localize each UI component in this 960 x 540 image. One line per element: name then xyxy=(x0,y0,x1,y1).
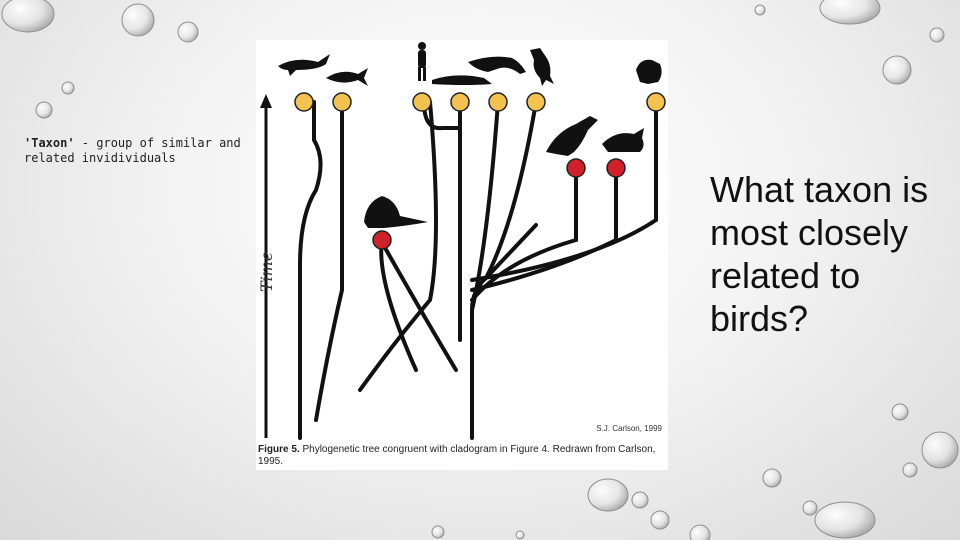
dinosaur-icon xyxy=(546,116,598,156)
crocodile-icon xyxy=(468,56,526,74)
living-taxa-nodes xyxy=(294,92,666,112)
node-crocodile-like xyxy=(450,92,470,112)
node-frog xyxy=(646,92,666,112)
figure-caption-label: Figure 5. xyxy=(258,444,300,455)
taxon-definition: 'Taxon' - group of similar and related i… xyxy=(24,136,244,166)
figure-credit: S.J. Carlson, 1999 xyxy=(596,424,662,433)
phylogenetic-tree: Time xyxy=(257,42,666,440)
taxon-definition-text: - group of similar and related invidivid… xyxy=(24,136,241,165)
node-crocodile xyxy=(488,92,508,112)
node-tuna xyxy=(332,92,352,112)
node-dinosaur xyxy=(566,158,586,178)
phylogenetic-tree-figure: Time xyxy=(256,40,668,470)
taxon-term: 'Taxon' xyxy=(24,136,75,150)
bird-icon xyxy=(530,48,554,86)
figure-caption-text: Phylogenetic tree congruent with cladogr… xyxy=(258,444,656,467)
tuna-icon xyxy=(326,68,368,86)
shark-icon xyxy=(278,54,330,76)
node-triceratops xyxy=(606,158,626,178)
node-human xyxy=(412,92,432,112)
extinct-taxa-nodes xyxy=(372,158,626,250)
time-axis-label: Time xyxy=(257,252,276,292)
dimetrodon-icon xyxy=(364,196,428,228)
crocodile-like-icon xyxy=(432,75,492,85)
time-axis-arrow xyxy=(260,94,272,108)
figure-caption: Figure 5. Phylogenetic tree congruent wi… xyxy=(258,444,664,468)
node-dimetrodon xyxy=(372,230,392,250)
node-bird xyxy=(526,92,546,112)
question-text: What taxon is most closely related to bi… xyxy=(710,169,929,339)
human-icon xyxy=(418,42,426,81)
frog-icon xyxy=(636,59,662,84)
triceratops-icon xyxy=(602,128,644,152)
animal-silhouettes xyxy=(278,42,662,228)
tree-branches xyxy=(298,100,658,440)
node-shark xyxy=(294,92,314,112)
